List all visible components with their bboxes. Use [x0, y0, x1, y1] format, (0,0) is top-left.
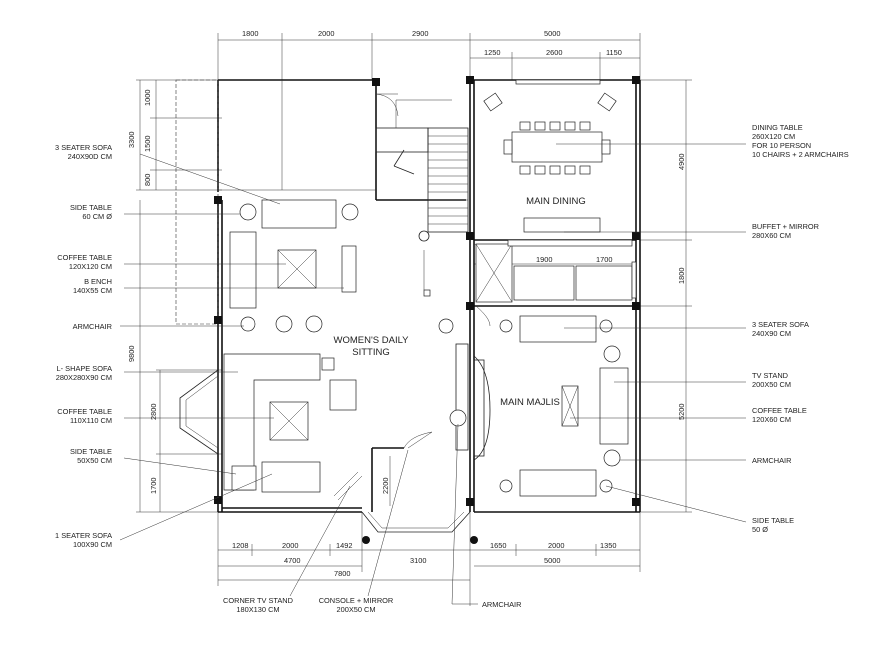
columns [214, 76, 640, 544]
dim-right-5200: 5200 [677, 404, 686, 420]
dim-mid-1700: 1700 [596, 255, 612, 264]
dim-top-3: 2900 [412, 29, 428, 38]
dim-bottom-1208: 1208 [232, 541, 248, 550]
label-coffee-table-right: COFFEE TABLE [752, 406, 807, 415]
dim-right-1800: 1800 [677, 268, 686, 284]
room-label-womens-sitting-line2: SITTING [352, 347, 389, 358]
dim-left-1700: 1700 [149, 478, 158, 494]
dim-left-3300: 3300 [127, 132, 136, 148]
room-label-main-majlis: MAIN MAJLIS [500, 397, 560, 408]
womens-sitting-furniture [223, 199, 467, 501]
label-armchair-bottom: ARMCHAIR [482, 600, 521, 609]
main-dining-furniture [483, 79, 617, 233]
dim-bottom-1492: 1492 [336, 541, 352, 550]
dim-left-1000: 1000 [143, 90, 152, 106]
main-majlis-furniture [499, 315, 629, 497]
dim-top-2: 2000 [318, 29, 334, 38]
dim-bottom-1650: 1650 [490, 541, 506, 550]
label-1-seater-sofa-size: 100X90 CM [73, 540, 112, 549]
bay-window-left [179, 369, 219, 455]
label-dining-table-size: 260X120 CM [752, 132, 795, 141]
dim-top-right-3: 1150 [606, 48, 622, 57]
dim-door-2200: 2200 [381, 478, 390, 494]
label-side-table-60: SIDE TABLE [70, 203, 112, 212]
room-label-womens-sitting-line1: WOMEN'S DAILY [333, 335, 409, 346]
label-3-seater-sofa-left-size: 240X90D CM [68, 152, 112, 161]
doors [375, 93, 495, 461]
label-tv-stand: TV STAND [752, 371, 788, 380]
dim-top-1: 1800 [242, 29, 258, 38]
dim-bottom-2000: 2000 [282, 541, 298, 550]
label-3-seater-sofa-right: 3 SEATER SOFA [752, 320, 809, 329]
dim-left-2800: 2800 [149, 404, 158, 420]
dim-bottom-7800: 7800 [334, 569, 350, 578]
label-coffee-table-120: COFFEE TABLE [57, 253, 112, 262]
label-1-seater-sofa: 1 SEATER SOFA [55, 531, 112, 540]
bottom-leader-lines [289, 423, 478, 605]
dim-left-9800: 9800 [127, 346, 136, 362]
staircase [375, 99, 469, 242]
entrance-bay [361, 511, 471, 533]
label-coffee-table-120-size: 120X120 CM [69, 262, 112, 271]
label-corner-tv-stand: CORNER TV STAND [223, 596, 293, 605]
label-l-shape-sofa-size: 280X280X90 CM [56, 373, 112, 382]
dim-right-4900: 4900 [677, 154, 686, 170]
label-dining-table: DINING TABLE [752, 123, 803, 132]
room-label-main-dining: MAIN DINING [526, 196, 586, 207]
dim-top-right-2: 2600 [546, 48, 562, 57]
label-coffee-table-right-size: 120X60 CM [752, 415, 791, 424]
label-side-table-60-size: 60 CM Ø [82, 212, 112, 221]
right-leader-lines [556, 143, 747, 523]
label-side-table-50: SIDE TABLE [70, 447, 112, 456]
label-buffet-mirror-size: 280X60 CM [752, 231, 791, 240]
dim-bottom-3100: 3100 [410, 556, 426, 565]
label-console-mirror: CONSOLE + MIRROR [319, 596, 394, 605]
dim-bottom-right-total: 5000 [544, 556, 560, 565]
dim-top-right-total: 5000 [544, 29, 560, 38]
label-console-mirror-size: 200X50 CM [336, 605, 375, 614]
walls [217, 79, 641, 513]
label-side-table-right: SIDE TABLE [752, 516, 794, 525]
label-coffee-table-110: COFFEE TABLE [57, 407, 112, 416]
label-coffee-table-110-size: 110X110 CM [70, 416, 112, 425]
label-buffet-mirror: BUFFET + MIRROR [752, 222, 819, 231]
label-3-seater-sofa-left: 3 SEATER SOFA [55, 143, 112, 152]
label-armchair-right: ARMCHAIR [752, 456, 791, 465]
label-bench: B ENCH [84, 277, 112, 286]
bottom-dimension-lines [217, 512, 641, 606]
dim-top-right-1: 1250 [484, 48, 500, 57]
hall-cabinets [423, 239, 637, 303]
top-dimension-lines [217, 33, 641, 80]
dim-mid-1900: 1900 [536, 255, 552, 264]
label-side-table-50-size: 50X50 CM [77, 456, 112, 465]
dim-left-800: 800 [143, 174, 152, 186]
left-leader-lines [119, 153, 344, 541]
dim-left-1500: 1500 [143, 136, 152, 152]
dim-bottom-1350: 1350 [600, 541, 616, 550]
label-dining-table-chairs: 10 CHAIRS + 2 ARMCHAIRS [752, 150, 849, 159]
label-l-shape-sofa: L- SHAPE SOFA [57, 364, 113, 373]
label-corner-tv-stand-size: 180X130 CM [236, 605, 279, 614]
label-armchair-left: ARMCHAIR [73, 322, 112, 331]
label-3-seater-sofa-right-size: 240X90 CM [752, 329, 791, 338]
label-tv-stand-size: 200X50 CM [752, 380, 791, 389]
label-side-table-right-size: 50 Ø [752, 525, 768, 534]
label-bench-size: 140X55 CM [73, 286, 112, 295]
label-dining-table-persons: FOR 10 PERSON [752, 141, 811, 150]
dim-bottom-4700: 4700 [284, 556, 300, 565]
dim-bottom-2000-right: 2000 [548, 541, 564, 550]
right-dimension-lines [640, 79, 692, 513]
